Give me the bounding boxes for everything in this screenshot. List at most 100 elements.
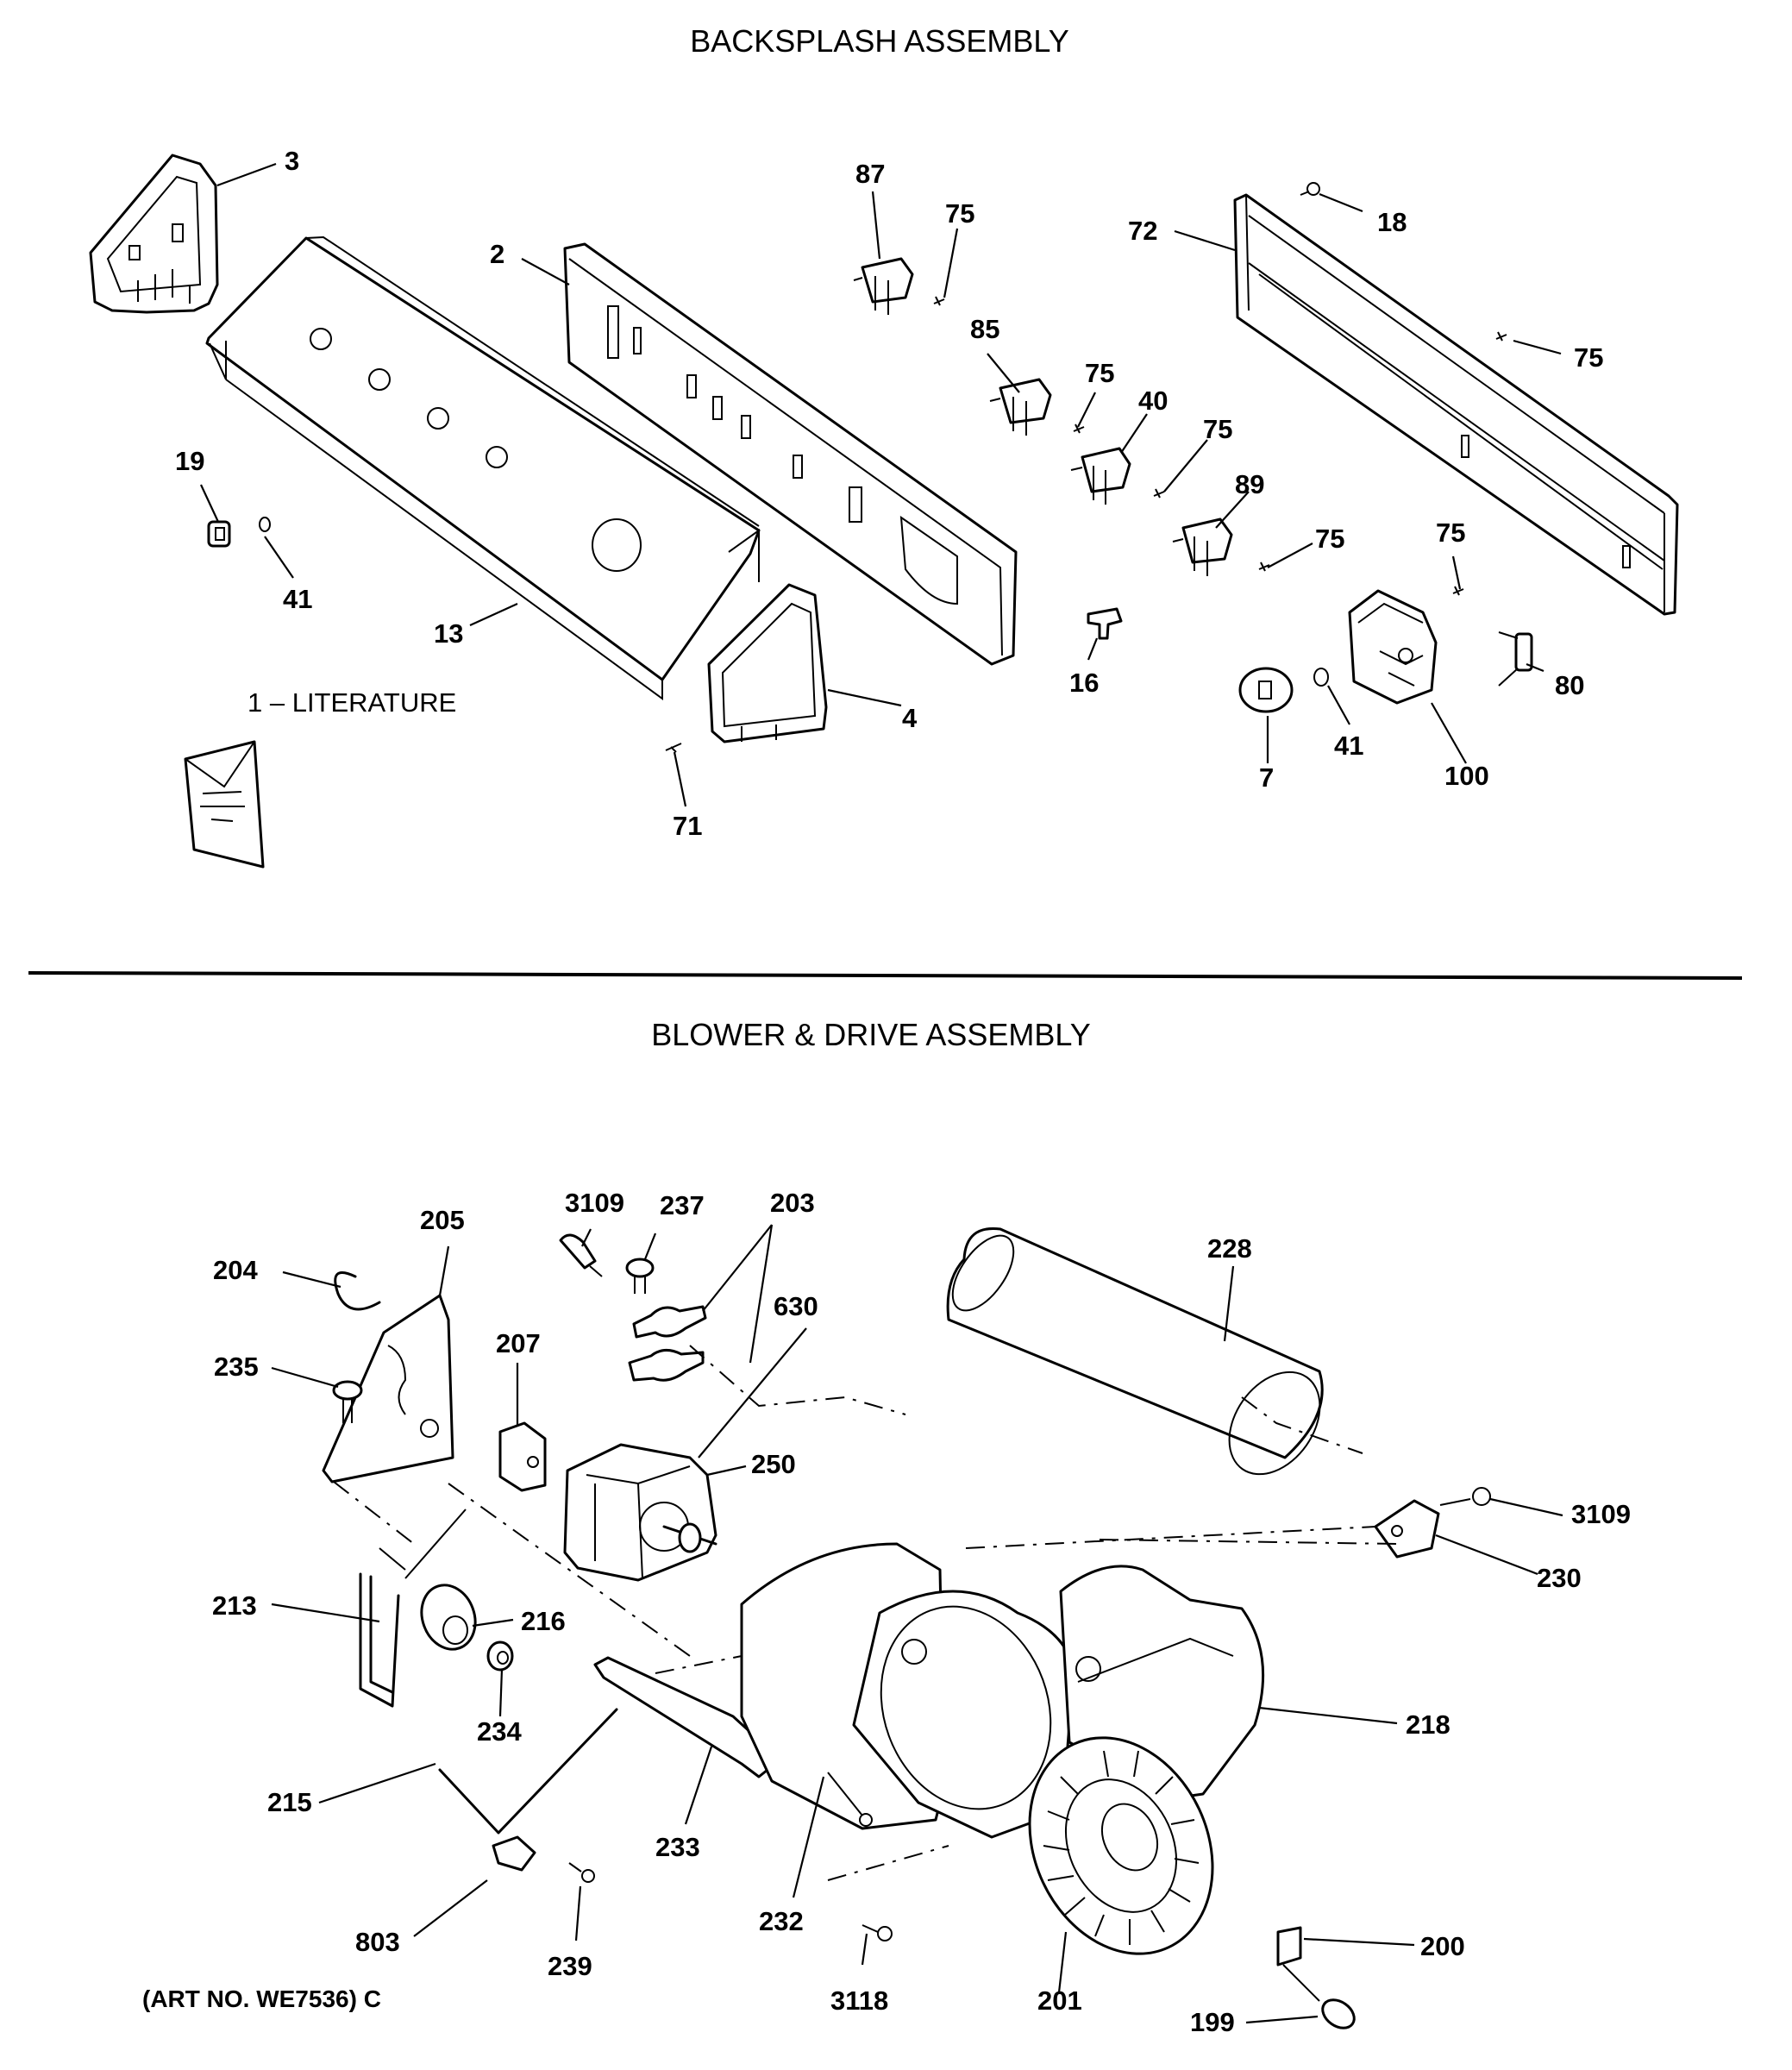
part-3-left-endcap [89,154,219,314]
part-85-switch [989,378,1052,436]
callout-201: 201 [1037,1985,1082,2016]
part-200-bracket [1276,1926,1302,1966]
part-3118-screw [862,1924,893,1941]
callout-75: 75 [1203,414,1232,444]
callout-7: 7 [1259,762,1274,793]
callout-205: 205 [420,1205,465,1235]
callout-200: 200 [1420,1931,1465,1961]
callout-71: 71 [673,811,702,841]
part-230-thermostat [1374,1499,1440,1559]
callout-228: 228 [1207,1233,1252,1264]
callout-75: 75 [1436,518,1465,548]
part-237-screw [625,1258,655,1294]
part-40-switch [1070,447,1131,505]
callout-239: 239 [548,1951,592,1981]
callout-3118: 3118 [830,1985,888,2016]
section-divider [28,971,1743,980]
part-100-timer [1348,589,1438,705]
part-215-spring-rod [438,1708,618,1835]
callout-233: 233 [655,1832,700,1862]
part-75-screws [933,296,1507,596]
callout-235: 235 [214,1352,259,1382]
part-250-motor [563,1443,717,1582]
part-203-mount-clips [628,1305,707,1382]
callout-89: 89 [1235,469,1264,499]
part-89-switch [1172,518,1233,576]
callout-2: 2 [490,239,504,269]
callout-75: 75 [1315,524,1344,554]
callout-13: 13 [434,618,463,649]
callout-234: 234 [477,1716,522,1747]
assembly-guide-lines [333,1345,1398,1881]
callout-230: 230 [1537,1563,1582,1593]
part-204-clamp [334,1271,381,1311]
callout-215: 215 [267,1787,312,1817]
literature-label: 1 – LITERATURE [247,687,456,718]
part-41-spring-right [1313,668,1329,687]
part-18-screw [1300,182,1320,196]
part-4-right-endcap [707,583,828,743]
callout-19: 19 [175,446,204,476]
part-803-connector [492,1835,536,1872]
part-87-switch [853,257,914,315]
blower-drive-assembly-title: BLOWER & DRIVE ASSEMBLY [651,1017,1090,1052]
callout-80: 80 [1555,670,1584,700]
part-72-rear-panel [1233,193,1679,616]
callout-237: 237 [660,1190,705,1220]
art-number: (ART NO. WE7536) C [142,1985,381,2012]
callout-207: 207 [496,1328,541,1358]
part-232-bolt [827,1772,873,1827]
part-234-washer [486,1640,514,1672]
backsplash-assembly-title: BACKSPLASH ASSEMBLY [690,23,1069,59]
callout-4: 4 [902,703,918,733]
callout-213: 213 [212,1590,257,1621]
part-199-bolt [1282,1964,1356,2029]
callout-216: 216 [521,1606,566,1636]
callout-3109: 3109 [565,1188,624,1218]
part-7-timer-knob [1238,667,1294,713]
part-19-knob [207,520,231,548]
callout-630: 630 [774,1291,818,1321]
part-71-screw [665,743,682,753]
callout-41: 41 [1334,731,1363,761]
part-235-screw [332,1380,363,1423]
part-207-switch [498,1421,547,1492]
callout-labels: 3 2 87 75 18 72 75 85 75 40 75 89 75 75 … [142,146,1631,2037]
part-218-blower-housing [740,1542,1265,1839]
part-16-clip [1087,607,1123,640]
callout-803: 803 [355,1927,400,1957]
part-213-idler-arm [359,1509,467,1708]
callout-232: 232 [759,1906,804,1936]
callout-75: 75 [1574,342,1603,373]
part-216-pulley [420,1584,477,1651]
part-1-literature-envelope [184,740,265,869]
part-2-backplate [563,242,1018,666]
callout-3109: 3109 [1571,1499,1631,1529]
callout-16: 16 [1069,668,1099,698]
part-41-spring-left [259,517,271,532]
callout-85: 85 [970,314,999,344]
part-228-exhaust-duct [946,1226,1363,1476]
callout-41: 41 [283,584,312,614]
callout-203: 203 [770,1188,815,1218]
part-13-control-panel [205,235,761,700]
callout-100: 100 [1444,761,1489,791]
callout-250: 250 [751,1449,796,1479]
callout-3: 3 [285,146,299,176]
part-201-blower-wheel [1028,1736,1214,1955]
part-80-connector [1498,631,1533,687]
callout-75: 75 [1085,358,1114,388]
part-3109-bulb-top [559,1233,603,1277]
callout-72: 72 [1128,216,1157,246]
part-3109-screw-right [1439,1487,1491,1506]
callout-204: 204 [213,1255,258,1285]
callout-75: 75 [945,198,974,229]
part-239-screw [568,1862,595,1883]
callout-87: 87 [855,159,885,189]
callout-18: 18 [1377,207,1407,237]
callout-218: 218 [1406,1709,1451,1740]
leader-lines [200,162,1563,2024]
callout-199: 199 [1190,2007,1235,2037]
callout-40: 40 [1138,386,1168,416]
